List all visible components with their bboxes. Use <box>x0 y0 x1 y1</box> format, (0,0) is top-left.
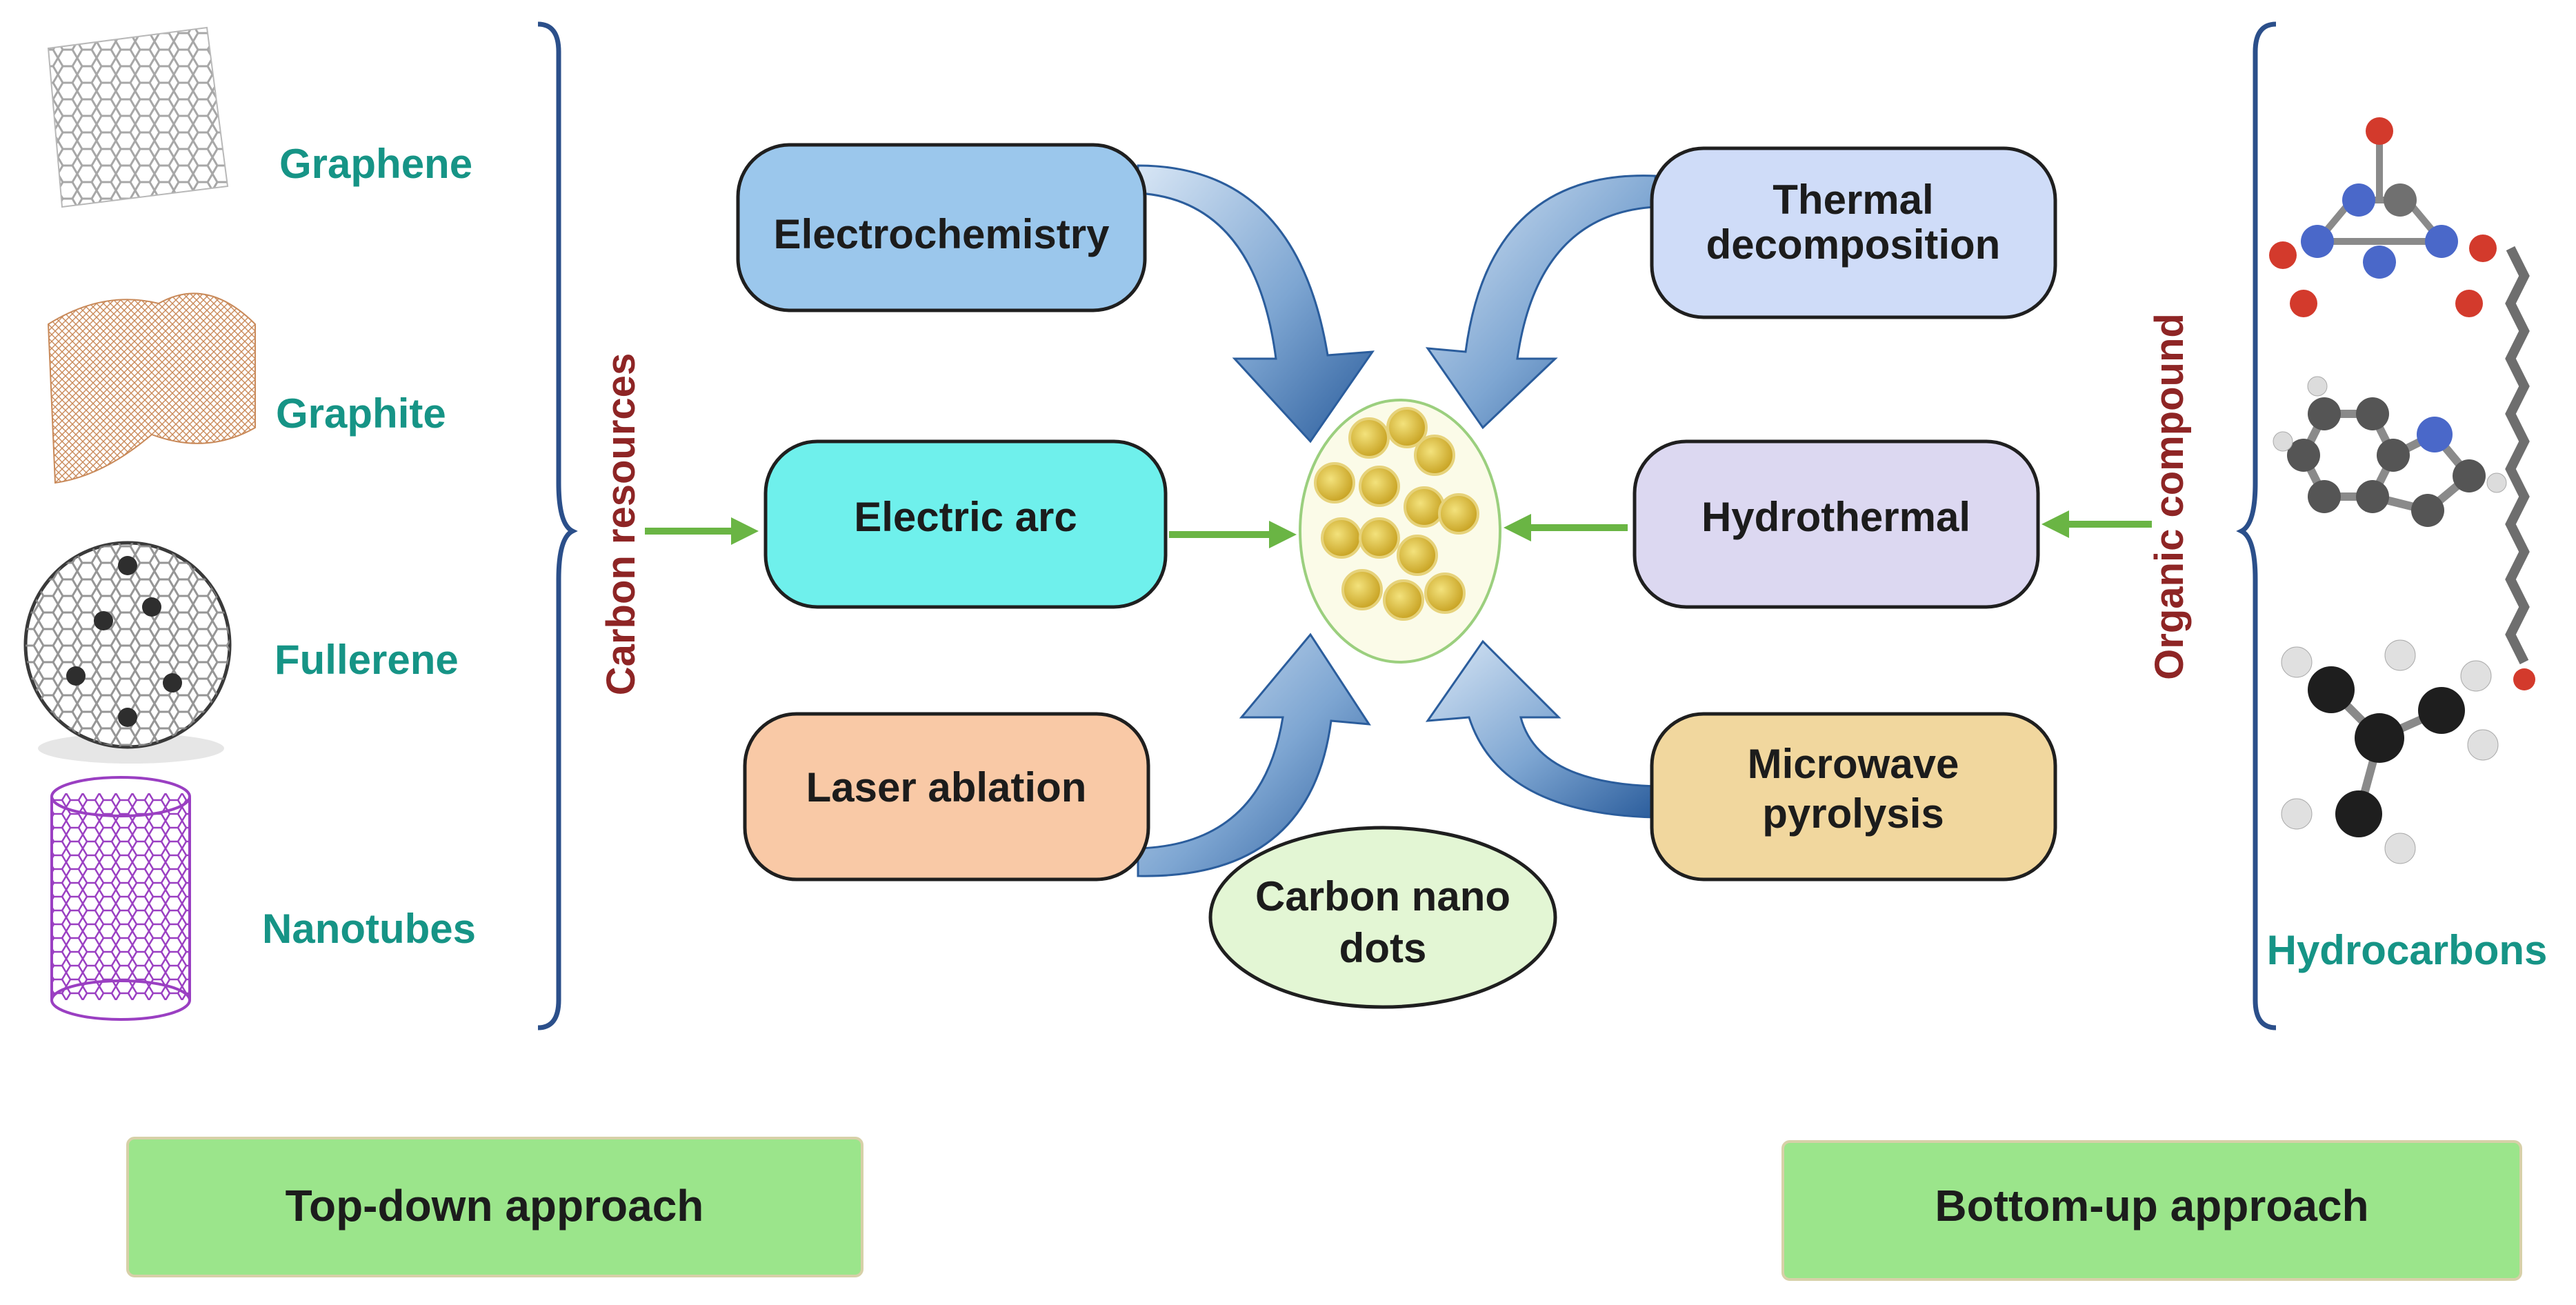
electrochemistry-box: Electrochemistry <box>736 143 1147 312</box>
curved-arrow-electrochemistry <box>1137 164 1375 444</box>
bottom-up-approach-label: Bottom-up approach <box>1935 1181 2368 1231</box>
green-arrow-hydrothermal-to-dots <box>1504 514 1628 541</box>
nanotubes-label: Nanotubes <box>262 906 476 952</box>
green-arrow-carbon-to-arc <box>645 517 759 545</box>
fullerene-label: Fullerene <box>274 637 459 683</box>
thermal-decomposition-label-line2: decomposition <box>1706 221 2001 268</box>
electrochemistry-label: Electrochemistry <box>774 211 1110 257</box>
laser-ablation-label: Laser ablation <box>806 764 1087 810</box>
graphite-image <box>47 292 256 484</box>
organic-compound-label: Organic compound <box>2147 313 2192 680</box>
carbon-resources-label: Carbon resources <box>599 353 643 695</box>
fullerene-image <box>23 541 232 764</box>
carbon-nano-dots-label-line2: dots <box>1339 925 1427 971</box>
green-arrow-arc-to-dots <box>1169 521 1297 548</box>
laser-ablation-box: Laser ablation <box>743 712 1150 881</box>
thermal-decomposition-box: Thermal decomposition <box>1650 146 2057 319</box>
molecule-chain-image <box>2505 246 2535 690</box>
carbon-nano-dots-label-line1: Carbon nano <box>1255 873 1510 919</box>
left-bracket <box>537 21 578 1030</box>
nanotube-image <box>50 776 191 1021</box>
top-down-approach-label: Top-down approach <box>286 1181 704 1231</box>
graphite-label: Graphite <box>276 390 446 437</box>
molecule-image-2 <box>2273 376 2507 527</box>
hydrocarbons-label: Hydrocarbons <box>2267 927 2548 973</box>
molecule-image-3 <box>2281 639 2499 864</box>
molecule-image-1 <box>2269 117 2497 317</box>
curved-arrow-thermal <box>1425 175 1657 430</box>
hydrothermal-label: Hydrothermal <box>1701 494 1970 540</box>
graphene-label: Graphene <box>279 141 472 187</box>
bottom-up-approach-box: Bottom-up approach <box>1781 1140 2522 1281</box>
microwave-pyrolysis-label-line1: Microwave <box>1748 741 1959 787</box>
microwave-pyrolysis-label-line2: pyrolysis <box>1762 790 1944 837</box>
curved-arrow-microwave <box>1425 639 1657 819</box>
right-bracket <box>2236 21 2277 1030</box>
graphene-image <box>47 26 229 208</box>
microwave-pyrolysis-box: Microwave pyrolysis <box>1650 712 2057 881</box>
electric-arc-box: Electric arc <box>763 439 1168 609</box>
carbon-dots-cluster <box>1299 399 1501 664</box>
thermal-decomposition-label-line1: Thermal <box>1773 177 1933 223</box>
hydrothermal-box: Hydrothermal <box>1633 439 2040 609</box>
curved-arrow-laser <box>1137 632 1371 877</box>
top-down-approach-box: Top-down approach <box>126 1137 863 1277</box>
electric-arc-label: Electric arc <box>854 494 1077 540</box>
carbon-nano-dots-bubble: Carbon nano dots <box>1208 826 1557 1009</box>
green-arrow-organic-to-hydrothermal <box>2041 510 2152 538</box>
